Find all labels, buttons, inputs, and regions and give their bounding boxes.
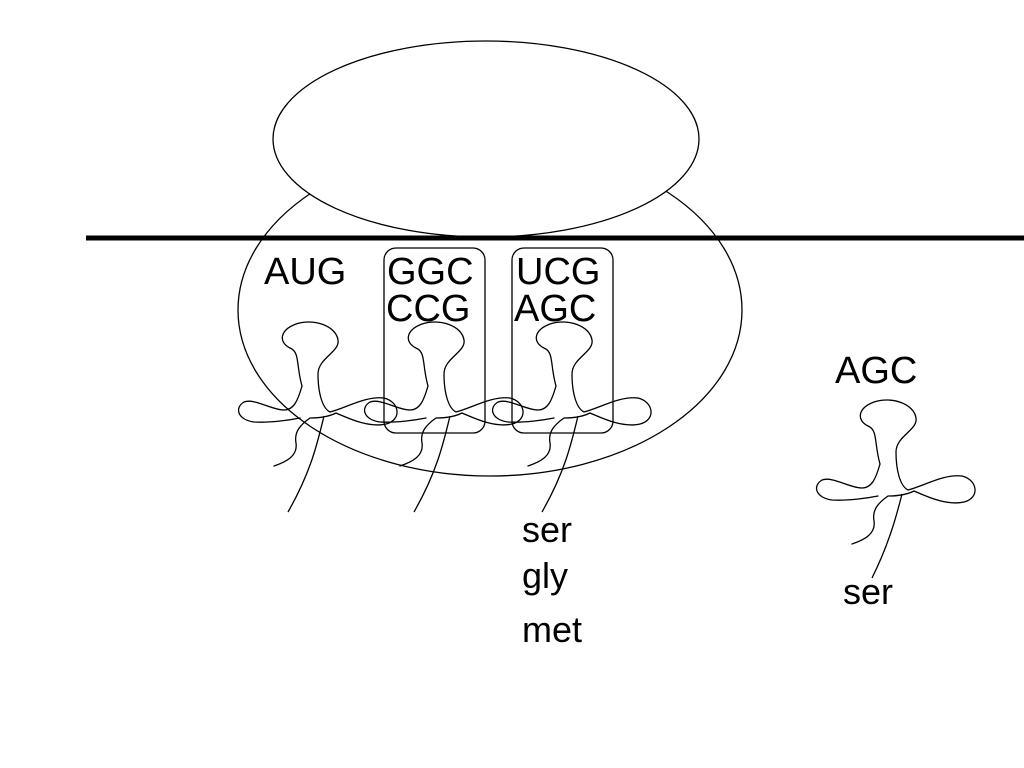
trna-1 [237, 321, 398, 513]
trna-3-left-arm [491, 385, 557, 423]
trna-3 [491, 321, 652, 513]
codon-2-label: GGC [387, 251, 474, 293]
codon-1-label: AUG [264, 251, 346, 293]
free-trna-anticodon-label: AGC [835, 350, 917, 392]
trna-3-tail [541, 415, 579, 513]
trna-1-left-arm [237, 385, 303, 423]
peptide-residue-2: gly [522, 555, 568, 596]
p-site-box [383, 247, 486, 434]
trna-3-body [527, 321, 652, 467]
free-trna-left-arm [815, 463, 881, 501]
trna-2 [363, 321, 524, 513]
trna-1-tail [287, 415, 325, 513]
anticodon-2-label: AGC [514, 288, 596, 330]
anticodon-1-label: CCG [386, 288, 470, 330]
free-trna-tail [871, 493, 903, 579]
trna-2-body [399, 321, 524, 467]
ribosome-small-subunit [272, 40, 700, 238]
a-site-box [511, 247, 614, 434]
trna-1-body [273, 321, 398, 467]
free-trna [815, 399, 976, 579]
trna-2-tail [413, 415, 451, 513]
peptide-residue-3: met [522, 609, 582, 650]
peptide-residue-1: ser [522, 509, 572, 550]
codon-3-label: UCG [516, 251, 600, 293]
free-trna-body [851, 399, 976, 545]
free-trna-amino-acid-label: ser [843, 571, 893, 612]
trna-2-left-arm [363, 385, 429, 423]
